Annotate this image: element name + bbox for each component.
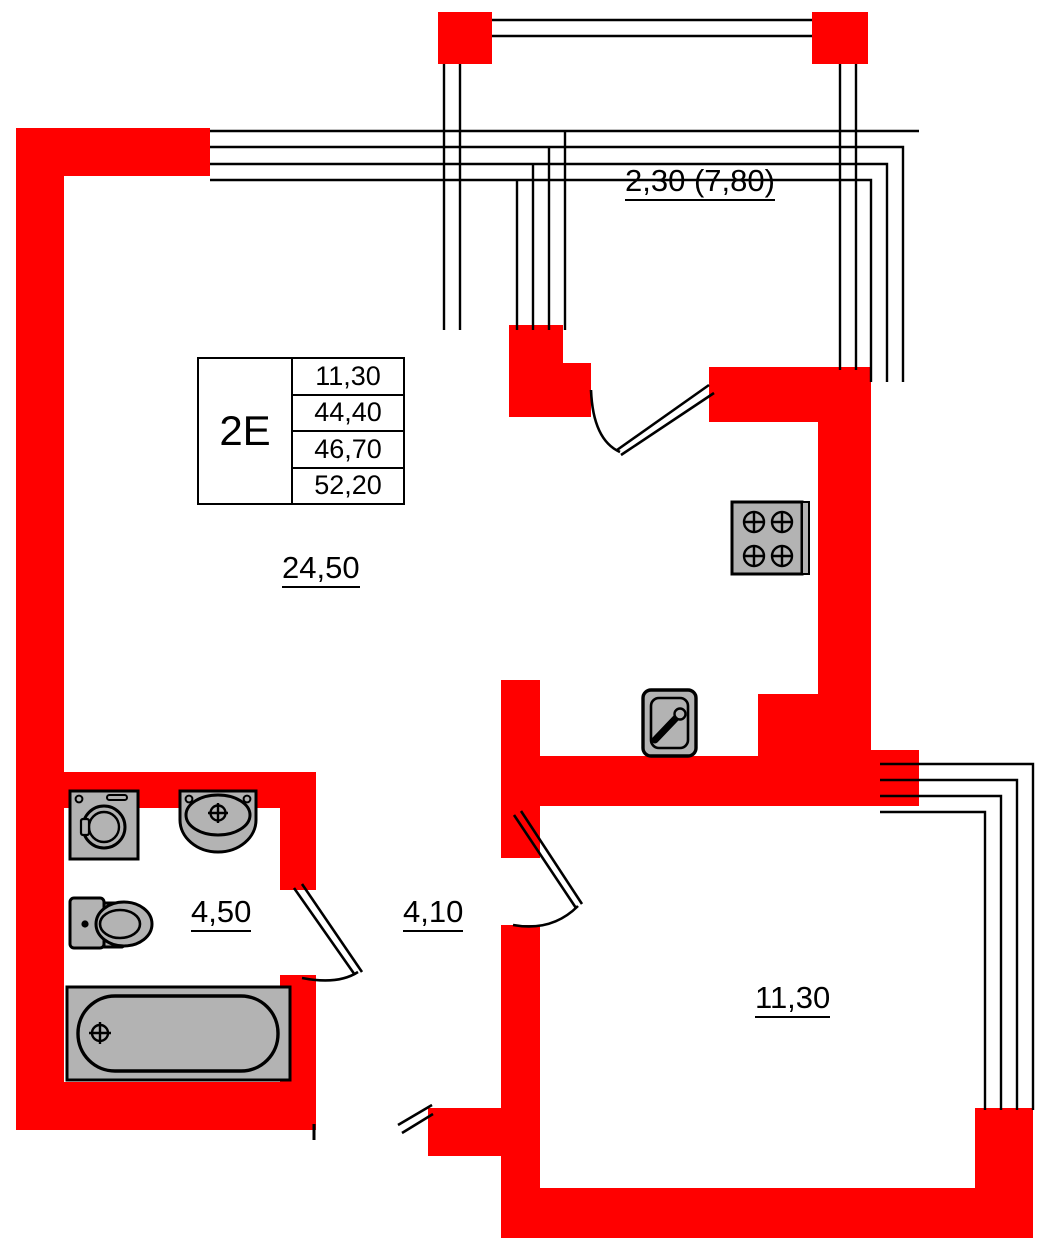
- area-value-row: 11,30: [293, 359, 403, 396]
- apartment-info-table: 2Е 11,30 44,40 46,70 52,20: [197, 357, 405, 505]
- stove-icon: [730, 500, 810, 576]
- washing-machine-icon: [68, 789, 140, 861]
- wall-hallway-right-lower: [501, 925, 540, 1235]
- wall-bathroom-top: [16, 772, 316, 808]
- bedroom-door: [512, 810, 584, 928]
- apartment-type: 2Е: [199, 359, 293, 503]
- area-value-row: 46,70: [293, 432, 403, 469]
- wall-top-left: [16, 128, 210, 176]
- room-area-bathroom: 4,50: [191, 895, 252, 932]
- wall-balcony-jamb-left-b: [509, 363, 591, 417]
- balcony-window-right: [838, 64, 858, 370]
- balcony-window-left: [442, 64, 462, 330]
- room-area-balcony: 2,30 (7,80): [625, 164, 775, 201]
- toilet-icon: [68, 896, 154, 950]
- wall-bedroom-top-right: [871, 750, 919, 806]
- bathroom-door: [292, 883, 364, 982]
- balcony-top-window: [492, 18, 812, 38]
- wall-bedroom-right: [975, 1108, 1033, 1238]
- wall-balcony-pillar-right: [812, 12, 868, 64]
- entrance-door: [397, 1103, 434, 1135]
- wall-balcony-pillar-left: [438, 12, 492, 64]
- wall-center-partition: [501, 756, 891, 806]
- windows: [210, 18, 1035, 1110]
- area-value-row: 52,20: [314, 470, 382, 501]
- kitchen-sink-icon: [641, 688, 698, 758]
- bathtub-icon: [65, 985, 292, 1082]
- walls: [16, 12, 1033, 1238]
- bathroom-sink-icon: [178, 789, 258, 854]
- balcony-door: [589, 383, 715, 457]
- wall-bathroom-bottom: [16, 1082, 316, 1130]
- area-value-row: 44,40: [293, 396, 403, 432]
- wall-kitchen-right: [818, 367, 871, 803]
- bedroom-window: [880, 762, 1035, 1110]
- wall-entrance-jamb: [428, 1108, 506, 1156]
- wall-kitchen-niche: [758, 694, 818, 756]
- apartment-area-values: 11,30 44,40 46,70 52,20: [293, 359, 403, 503]
- room-area-bedroom: 11,30: [755, 981, 831, 1018]
- room-area-living-room-kitchen: 24,50: [282, 551, 360, 588]
- wall-left-exterior: [16, 128, 64, 1130]
- wall-bedroom-bottom: [501, 1188, 1033, 1238]
- wall-center-stub-left: [501, 680, 540, 806]
- living-room-window: [210, 129, 919, 382]
- room-area-hallway: 4,10: [403, 895, 464, 932]
- doors: [292, 383, 715, 1140]
- living-room-window-corner: [515, 131, 567, 330]
- wall-bathroom-right-upper: [280, 772, 316, 890]
